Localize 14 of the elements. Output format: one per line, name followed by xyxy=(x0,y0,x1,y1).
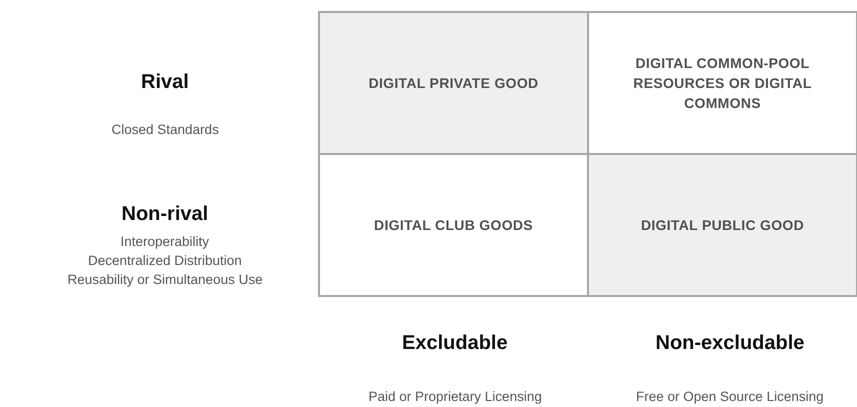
column-heading: Non-excludable xyxy=(656,332,804,354)
matrix-cell: DIGITAL COMMON-POOL RESOURCES OR DIGITAL COMMONS xyxy=(587,11,857,155)
matrix-cell: DIGITAL CLUB GOODS xyxy=(318,153,589,297)
row-note: Reusability or Simultaneous Use xyxy=(68,272,263,286)
matrix-cell: DIGITAL PUBLIC GOOD xyxy=(587,153,857,297)
row-note: Interoperability xyxy=(120,234,210,248)
row-note: Closed Standards xyxy=(112,122,219,136)
matrix-cell: DIGITAL PRIVATE GOOD xyxy=(318,11,589,155)
column-note: Free or Open Source Licensing xyxy=(636,388,824,404)
row-note: Decentralized Distribution xyxy=(88,252,242,268)
row-heading: Non-rival xyxy=(122,202,208,226)
row-heading: Rival xyxy=(141,70,189,94)
column-heading: Excludable xyxy=(402,332,508,354)
column-note: Paid or Proprietary Licensing xyxy=(368,388,542,404)
